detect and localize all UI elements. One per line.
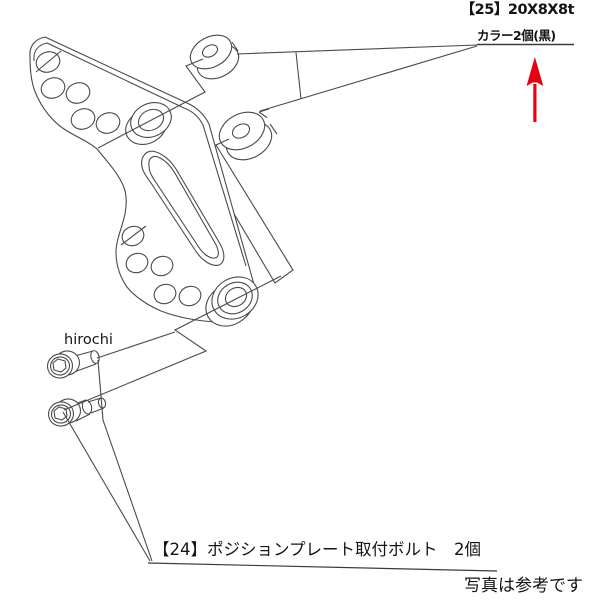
collar-washer-2 bbox=[218, 111, 278, 161]
label25-line2: カラー2個(黒) bbox=[477, 28, 556, 43]
label24: 【24】ポジションプレート取付ボルト 2個 bbox=[153, 540, 481, 559]
lower-boss bbox=[205, 276, 259, 327]
position-plate bbox=[29, 36, 259, 327]
mount-bolt-1 bbox=[46, 350, 100, 379]
photo-note: 写真は参考です bbox=[464, 576, 583, 596]
watermark: hirochi bbox=[64, 332, 113, 348]
upper-boss bbox=[125, 102, 172, 145]
arrowhead-icon bbox=[258, 108, 270, 118]
leader-lines bbox=[62, 43, 574, 572]
plate-thickness-line bbox=[33, 42, 247, 267]
hex-socket-icon bbox=[52, 358, 67, 373]
mount-bolt-2 bbox=[47, 397, 107, 427]
hex-socket-icon bbox=[53, 406, 68, 421]
red-arrow-icon bbox=[526, 57, 544, 122]
label25-line1: 【25】20X8X8t bbox=[461, 1, 575, 18]
plate-holes bbox=[35, 50, 202, 307]
plate-slot bbox=[141, 150, 225, 266]
label24-underline bbox=[147, 562, 498, 572]
